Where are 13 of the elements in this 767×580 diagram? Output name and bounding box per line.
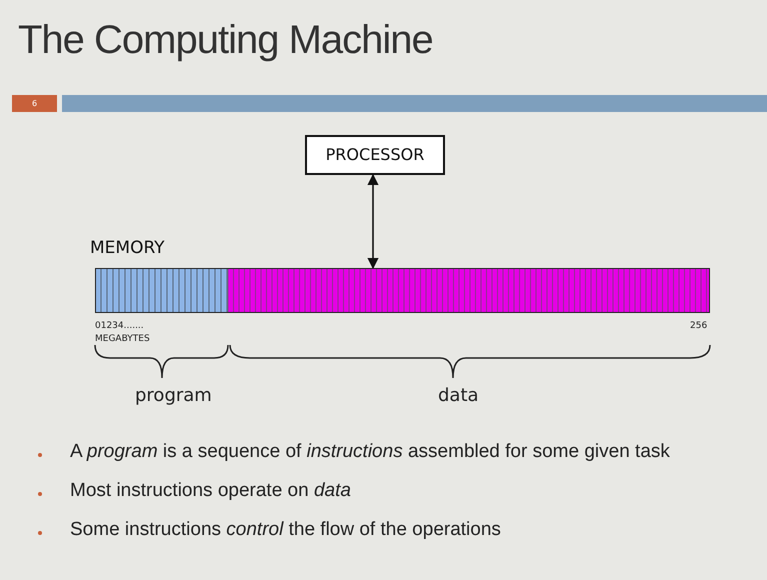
brace-label: program	[135, 385, 212, 406]
bullet-text: Some instructions control the flow of the operations	[70, 519, 501, 541]
processor-box: PROCESSOR	[305, 135, 445, 175]
bullet-text: A program is a sequence of instructions assembled for some given task	[70, 441, 670, 463]
unit-label: MEGABYTES	[95, 334, 150, 344]
bullet-text: Most instructions operate on data	[70, 480, 351, 502]
slide-number: 6	[12, 95, 57, 112]
address-label: 256	[690, 321, 708, 331]
memory-heading: MEMORY	[90, 238, 165, 258]
address-label: 01234.......	[95, 321, 144, 331]
slide-title: The Computing Machine	[18, 18, 433, 63]
double-arrow	[367, 174, 379, 270]
brace-label: data	[438, 385, 479, 406]
